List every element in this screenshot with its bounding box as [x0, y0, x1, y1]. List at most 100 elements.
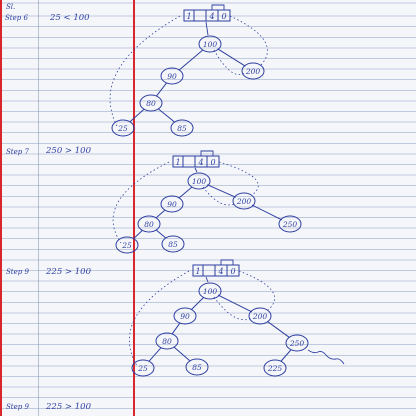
scribble-mark — [307, 349, 345, 365]
svg-text:100: 100 — [203, 287, 218, 296]
array-pointer-arrow — [200, 150, 214, 156]
tree-node-25: 25 — [115, 236, 139, 254]
svg-text:200: 200 — [236, 197, 252, 206]
traversal-path — [112, 161, 170, 244]
tree-edge — [148, 347, 162, 362]
tree-node-200: 200 — [232, 192, 256, 210]
tree-node-90: 90 — [160, 195, 184, 213]
svg-text:90: 90 — [167, 72, 177, 81]
array-cell-value: 1 — [186, 12, 191, 21]
array-pointer-arrow — [220, 259, 234, 265]
array-cell — [202, 264, 216, 277]
tree-node-200: 200 — [241, 62, 265, 80]
array-cell-value: 1 — [175, 158, 180, 167]
tree-edge — [178, 49, 204, 71]
svg-text:90: 90 — [167, 200, 177, 209]
tree-edge — [217, 48, 246, 67]
step-9b-label: Step 9 — [6, 403, 29, 411]
tree-node-25: 25 — [131, 359, 155, 377]
array-cell — [193, 9, 207, 22]
tree-node-25: 25 — [111, 119, 135, 137]
svg-text:80: 80 — [146, 99, 156, 108]
svg-text:80: 80 — [162, 337, 172, 346]
tree-node-100: 100 — [198, 35, 222, 53]
step-9b-condition: 225 > 100 — [46, 402, 91, 412]
step-9-label: Step 9 — [6, 268, 29, 276]
tree-node-100: 100 — [187, 172, 211, 190]
tree-edge — [155, 229, 167, 239]
array-cell-value: 4 — [197, 158, 203, 167]
traversal-path — [213, 296, 253, 321]
tree-edge — [156, 82, 167, 97]
array-cell — [182, 155, 196, 168]
svg-text:250: 250 — [282, 220, 298, 229]
step-7-condition: 250 > 100 — [46, 146, 91, 156]
root-pointer — [205, 21, 209, 36]
array-cell-value: 0 — [221, 12, 226, 21]
array-cell-value: 4 — [208, 12, 214, 21]
tree-node-85: 85 — [170, 119, 194, 137]
svg-text:100: 100 — [192, 177, 207, 186]
traversal-path — [213, 49, 246, 75]
tree-node-250: 250 — [278, 215, 302, 233]
svg-text:25: 25 — [137, 364, 148, 373]
tree-edge — [178, 186, 193, 199]
corner-label: Sl. — [6, 3, 16, 11]
traversal-path — [238, 270, 275, 311]
svg-text:25: 25 — [121, 241, 132, 250]
tree-node-80: 80 — [155, 332, 179, 350]
tree-edge — [266, 320, 291, 339]
tree-node-85: 85 — [161, 235, 185, 253]
tree-edge — [207, 184, 236, 198]
tree-edge — [173, 346, 191, 362]
left-red-border — [0, 0, 2, 416]
svg-text:200: 200 — [245, 67, 261, 76]
tree-edge — [157, 108, 176, 123]
svg-text:90: 90 — [180, 312, 190, 321]
svg-text:85: 85 — [177, 124, 187, 133]
tree-node-80: 80 — [139, 94, 163, 112]
tree-edge — [129, 108, 145, 123]
svg-text:85: 85 — [192, 363, 202, 372]
array-cell-value: 0 — [210, 158, 215, 167]
svg-text:80: 80 — [144, 220, 154, 229]
traversal-path — [218, 161, 259, 196]
tree-node-90: 90 — [173, 307, 197, 325]
step-7-label: Step 7 — [6, 148, 29, 156]
tree-node-250: 250 — [285, 334, 309, 352]
tree-edge — [217, 294, 253, 313]
tree-node-85: 85 — [185, 358, 209, 376]
svg-text:200: 200 — [252, 312, 268, 321]
tree-edge — [155, 209, 166, 219]
tree-edge — [133, 229, 143, 240]
left-fold-line — [38, 0, 39, 416]
array-cell-value: 4 — [217, 267, 223, 276]
svg-text:225: 225 — [267, 364, 283, 373]
tree-node-200: 200 — [248, 307, 272, 325]
tree-node-90: 90 — [160, 67, 184, 85]
svg-text:25: 25 — [117, 124, 128, 133]
svg-text:250: 250 — [289, 339, 305, 348]
step-6-label: Step 6 — [5, 14, 28, 22]
tree-node-100: 100 — [198, 282, 222, 300]
array-pointer-arrow — [211, 4, 225, 10]
tree-edge — [251, 204, 283, 221]
step-9-condition: 225 > 100 — [46, 267, 91, 277]
traversal-path — [229, 15, 268, 66]
margin-red-line — [133, 0, 135, 416]
tree-edge — [171, 323, 181, 334]
root-pointer — [194, 167, 198, 173]
tree-edge — [191, 297, 204, 310]
svg-text:100: 100 — [203, 40, 218, 49]
tree-node-225: 225 — [263, 359, 287, 377]
array-cell-value: 0 — [230, 267, 235, 276]
tree-node-80: 80 — [137, 215, 161, 233]
root-pointer — [205, 276, 209, 283]
svg-text:85: 85 — [168, 240, 178, 249]
array-cell-value: 1 — [195, 267, 200, 276]
